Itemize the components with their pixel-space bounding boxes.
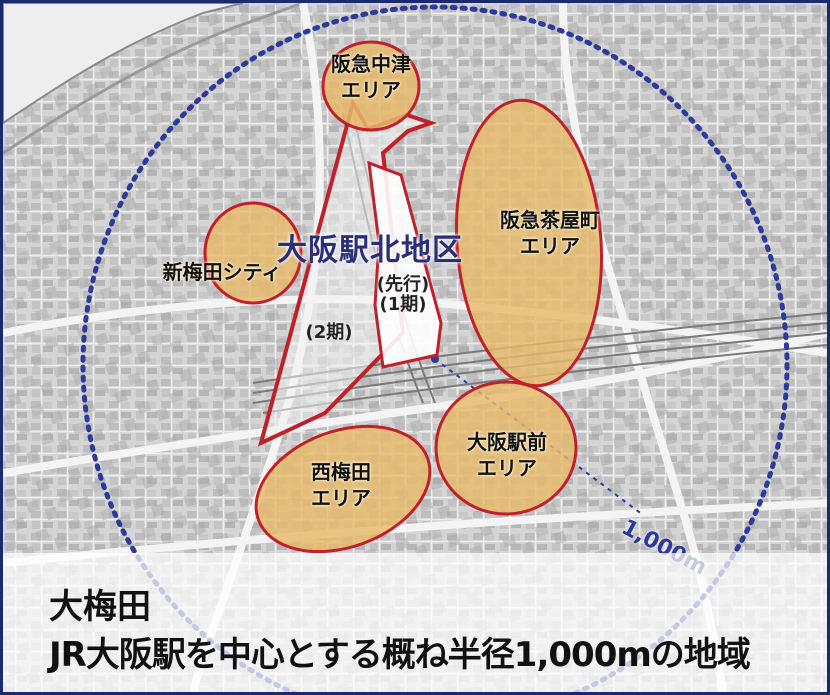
- river-bank: [3, 3, 304, 155]
- caption-title: 大梅田: [49, 587, 151, 627]
- area-osaka-ekimae: [434, 380, 578, 516]
- radius-circle: [80, 4, 790, 692]
- area-label-osaka-ekimae: 大阪駅前 エリア: [467, 430, 547, 480]
- phase-first-label: (先行) (1期): [376, 274, 430, 315]
- area-label-shin-umeda-city: 新梅田シティ: [162, 260, 282, 284]
- district-phase1: [367, 160, 443, 369]
- area-label-hankyu-nakatsu: 阪急中津 エリア: [331, 52, 411, 102]
- district-label: 大阪駅北地区: [277, 233, 463, 268]
- area-hankyu-nakatsu: [321, 40, 421, 132]
- river: [3, 3, 244, 125]
- area-label-hankyu-chayamachi: 阪急茶屋町 エリア: [500, 208, 600, 258]
- area-nishi-umeda: [254, 424, 432, 554]
- caption-band: [3, 553, 827, 692]
- area-label-nishi-umeda: 西梅田 エリア: [311, 460, 371, 510]
- area-shin-umeda-city: [203, 201, 303, 305]
- caption-text: JR大阪駅を中心とする概ね半径1,000mの地域: [49, 635, 751, 675]
- area-hankyu-chayamachi: [454, 98, 604, 388]
- phase-second-label: (2期): [305, 322, 353, 343]
